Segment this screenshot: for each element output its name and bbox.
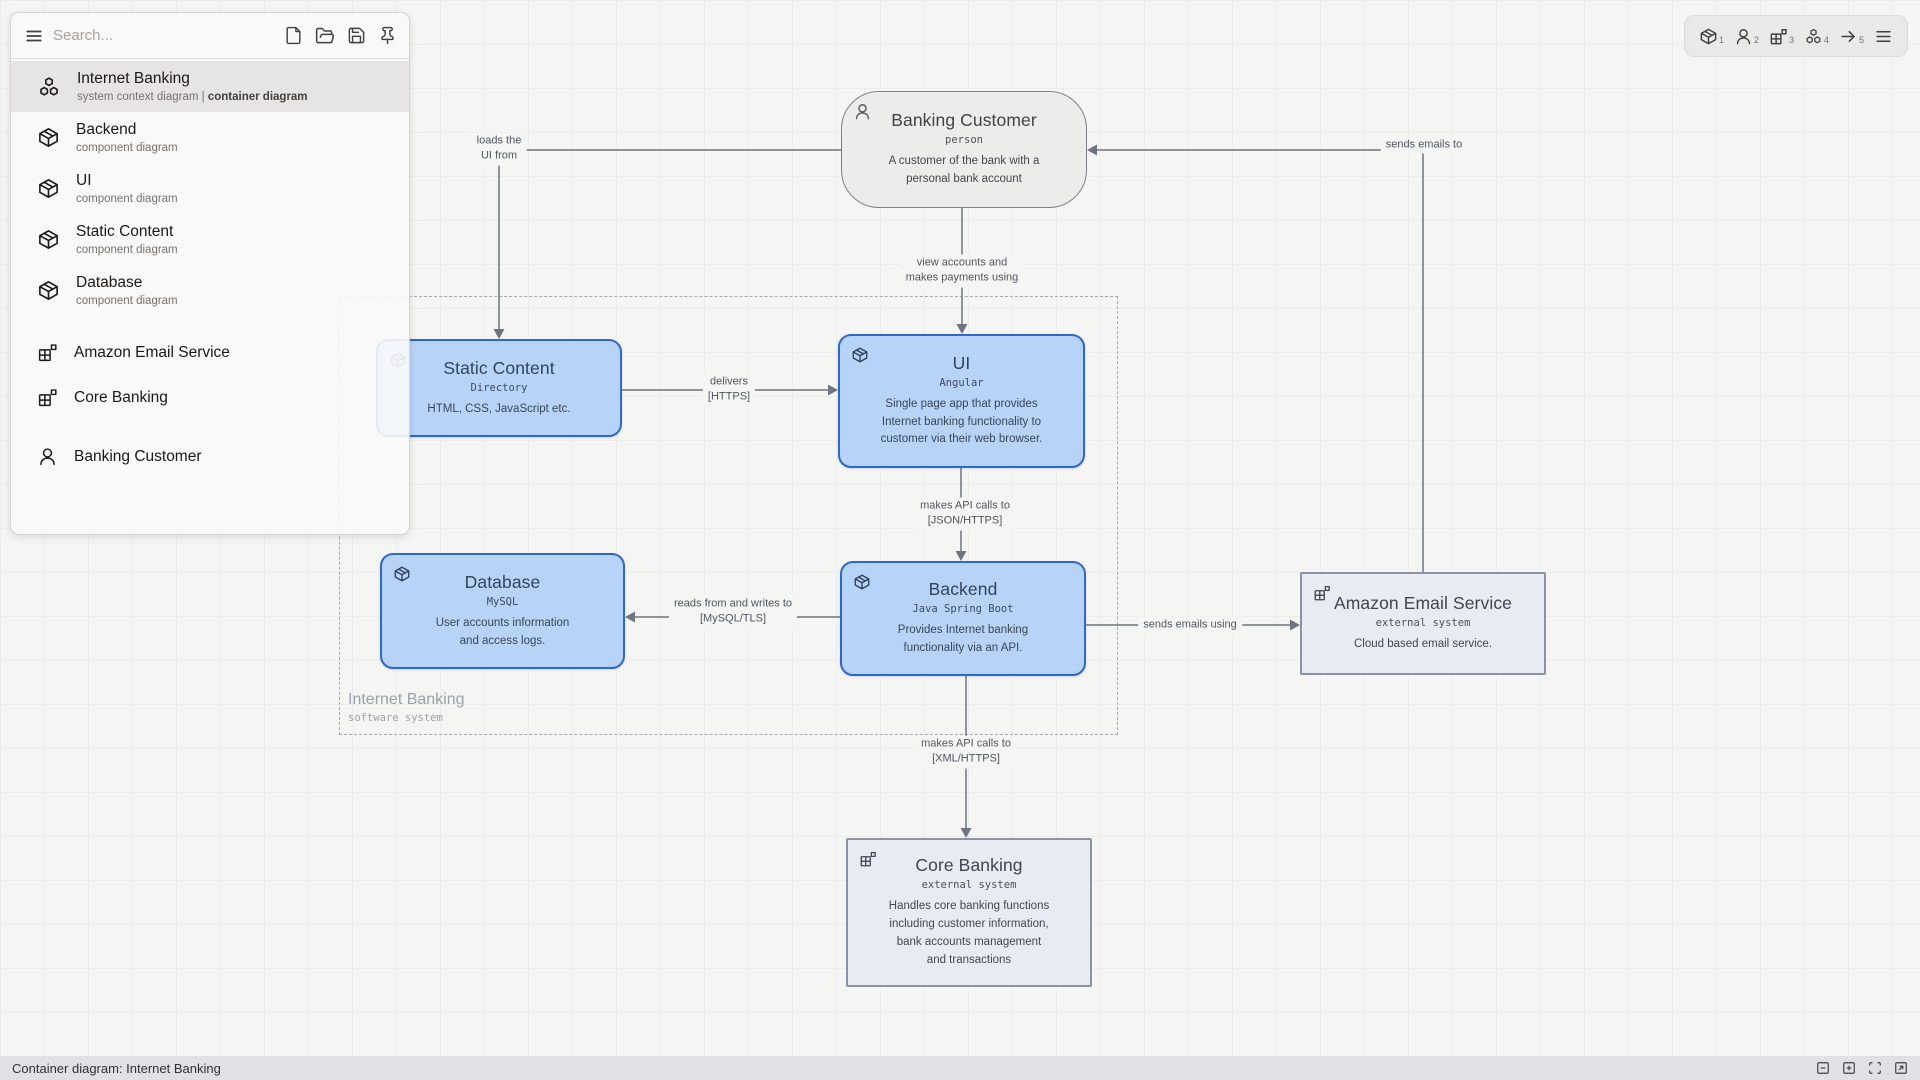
container-icon <box>39 281 58 300</box>
node-title: Database <box>464 571 541 592</box>
node-title: Core Banking <box>915 855 1023 876</box>
pin-icon[interactable] <box>378 26 397 45</box>
menu-icon[interactable] <box>25 27 43 45</box>
add-relationship-button[interactable]: 5 <box>1839 27 1864 46</box>
node-database[interactable]: Database MySQL User accounts information… <box>380 553 625 669</box>
node-tech: Directory <box>470 381 528 394</box>
sidebar-list: Internet Banking system context diagram … <box>11 59 409 534</box>
blocks-icon <box>38 389 57 407</box>
container-icon <box>394 566 410 582</box>
edge-loads-ui <box>498 149 841 334</box>
sidebar-item-ui[interactable]: UI component diagram <box>11 163 409 214</box>
edge-label-api-json: makes API calls to[JSON/HTTPS] <box>915 497 1015 531</box>
node-desc: A customer of the bank with a personal b… <box>888 155 1040 185</box>
node-tech: external system <box>1375 617 1471 630</box>
node-desc: User accounts information and access log… <box>435 616 570 647</box>
arrow-icon <box>1841 30 1855 42</box>
container-icon <box>1700 28 1717 44</box>
edge-label-delivers: delivers[HTTPS] <box>702 373 756 407</box>
edge-label-reads-writes: reads from and writes to[MySQL/TLS] <box>669 595 797 629</box>
container-icon <box>39 230 58 249</box>
node-title: Banking Customer <box>891 110 1037 131</box>
blocks-icon <box>1314 585 1330 601</box>
node-desc: HTML, CSS, JavaScript etc. <box>427 402 571 415</box>
zoom-out-icon[interactable] <box>1816 1061 1830 1075</box>
node-desc: Handles core banking functions including… <box>888 900 1050 966</box>
person-icon <box>855 104 870 120</box>
diagram-toolbar: 1 2 3 4 5 <box>1684 15 1908 57</box>
person-icon <box>1736 28 1751 44</box>
sidebar-item-amazon-email-service[interactable]: Amazon Email Service <box>11 330 409 375</box>
node-amazon-email-service[interactable]: Amazon Email Service external system Clo… <box>1300 572 1546 675</box>
sidebar-item-backend[interactable]: Backend component diagram <box>11 112 409 163</box>
open-folder-icon[interactable] <box>315 26 335 46</box>
arrowheads <box>493 144 1300 838</box>
blocks-icon <box>38 344 57 362</box>
node-desc: Single page app that provides Internet b… <box>880 397 1043 446</box>
boundary-type: software system <box>348 712 443 724</box>
node-banking-customer[interactable]: Banking Customer person A customer of th… <box>841 91 1087 208</box>
node-desc: Provides Internet banking functionality … <box>897 624 1029 654</box>
zoom-in-icon[interactable] <box>1842 1061 1856 1075</box>
legend-list-button[interactable] <box>1874 27 1893 46</box>
edge-label-sends-emails-using: sends emails using <box>1138 616 1242 634</box>
node-tech: person <box>945 134 983 147</box>
node-title: Static Content <box>443 357 555 378</box>
blocks-icon <box>860 851 876 867</box>
blocks-icon <box>1770 28 1787 44</box>
new-file-icon[interactable] <box>284 26 303 45</box>
system-icon <box>1806 28 1821 43</box>
node-desc: Cloud based email service. <box>1353 638 1493 651</box>
sidebar-item-banking-customer[interactable]: Banking Customer <box>11 434 409 479</box>
node-core-banking[interactable]: Core Banking external system Handles cor… <box>846 838 1092 987</box>
boundary-title: Internet Banking <box>348 691 465 708</box>
list-icon <box>1876 30 1891 42</box>
node-tech: external system <box>921 879 1017 892</box>
status-bar: Container diagram: Internet Banking <box>0 1056 1920 1080</box>
boundary-internet-banking: Internet Banking software system <box>339 296 1118 735</box>
add-person-button[interactable]: 2 <box>1734 27 1759 46</box>
sidebar-item-core-banking[interactable]: Core Banking <box>11 375 409 420</box>
node-static-content[interactable]: Static Content Directory HTML, CSS, Java… <box>376 339 622 437</box>
sidebar-item-internet-banking[interactable]: Internet Banking system context diagram … <box>11 61 409 112</box>
node-title: Backend <box>928 579 998 600</box>
save-icon[interactable] <box>347 26 366 45</box>
add-system-button[interactable]: 4 <box>1804 27 1829 46</box>
container-icon <box>39 179 58 198</box>
node-ui[interactable]: UI Angular Single page app that provides… <box>838 334 1085 468</box>
node-title: UI <box>952 352 971 373</box>
search-input[interactable] <box>53 27 284 44</box>
sidebar-panel: Internet Banking system context diagram … <box>10 12 410 535</box>
container-icon <box>852 347 868 363</box>
node-backend[interactable]: Backend Java Spring Boot Provides Intern… <box>840 561 1086 676</box>
add-container-button[interactable]: 1 <box>1699 27 1724 46</box>
node-tech: Java Spring Boot <box>912 603 1014 616</box>
node-title: Amazon Email Service <box>1333 593 1513 614</box>
status-text: Container diagram: Internet Banking <box>12 1060 221 1076</box>
sidebar-item-database[interactable]: Database component diagram <box>11 265 409 316</box>
person-icon <box>40 448 55 466</box>
edge-label-sends-emails-to: sends emails to <box>1380 136 1468 154</box>
add-component-button[interactable]: 3 <box>1769 27 1794 46</box>
node-tech: Angular <box>939 376 984 389</box>
container-icon <box>854 574 870 590</box>
system-icon <box>40 76 58 96</box>
sidebar-header <box>11 13 409 59</box>
edge-label-api-xml: makes API calls to[XML/HTTPS] <box>916 735 1016 769</box>
sidebar-item-static-content[interactable]: Static Content component diagram <box>11 214 409 265</box>
container-icon <box>39 128 58 147</box>
node-tech: MySQL <box>486 595 519 608</box>
fit-view-icon[interactable] <box>1868 1061 1882 1075</box>
edge-sends-emails-to <box>1092 149 1424 572</box>
fullscreen-icon[interactable] <box>1894 1061 1908 1075</box>
